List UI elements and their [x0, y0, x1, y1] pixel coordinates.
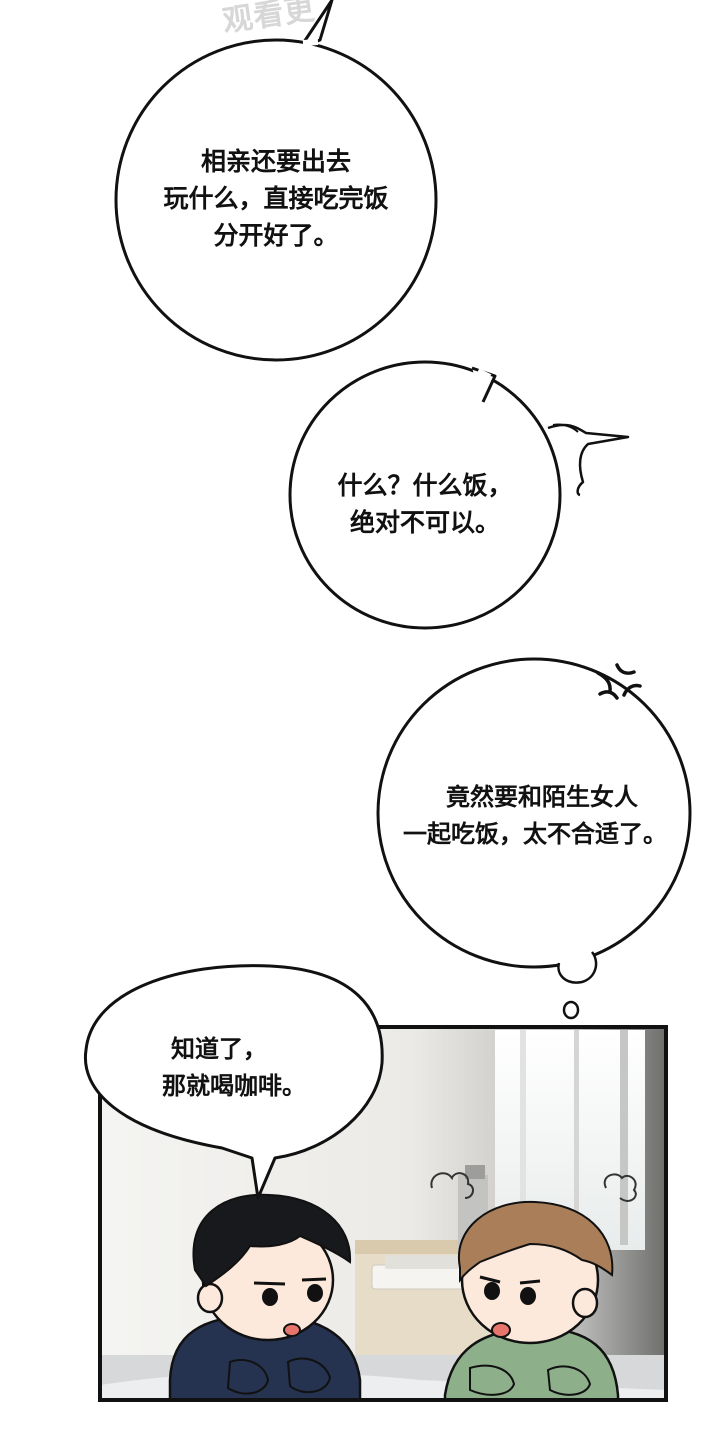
bubble-text-3: 竟然要和陌生女人 一起吃饭，太不合适了。 — [380, 779, 690, 853]
bubble-text-2: 什么？什么饭， 绝对不可以。 — [290, 467, 560, 541]
bubble-1-line-2: 玩什么，直接吃完饭 — [163, 184, 389, 213]
speech-bubble-1 — [114, 0, 438, 362]
bubble-text-1: 相亲还要出去 玩什么，直接吃完饭 分开好了。 — [126, 143, 426, 254]
speech-bubble-2 — [288, 360, 630, 630]
comic-panel — [100, 1027, 666, 1400]
character-right — [443, 1200, 620, 1400]
character-left — [168, 1193, 362, 1400]
panel-border — [98, 1025, 668, 1402]
huff-puff-right-icon — [603, 1173, 637, 1202]
bubble-1-line-3: 分开好了。 — [213, 221, 339, 250]
bubble-3-line-2: 一起吃饭，太不合适了。 — [403, 820, 667, 848]
bubble-4-line-2: 那就喝咖啡。 — [162, 1072, 306, 1100]
bubble-1-line-1: 相亲还要出去 — [200, 147, 351, 176]
speech-bubble-4 — [83, 964, 384, 1200]
bubble-4-line-1: 知道了， — [171, 1035, 267, 1063]
bubble-3-line-1: 竟然要和陌生女人 — [446, 783, 638, 811]
bubble-2-line-2: 绝对不可以。 — [349, 508, 500, 537]
thought-bubble — [376, 657, 692, 1020]
bubble-2-line-1: 什么？什么饭， — [337, 471, 513, 500]
huff-puff-left-icon — [430, 1172, 474, 1199]
bubble-text-4: 知道了， 那就喝咖啡。 — [96, 1031, 372, 1105]
anger-mark-icon — [596, 663, 642, 700]
